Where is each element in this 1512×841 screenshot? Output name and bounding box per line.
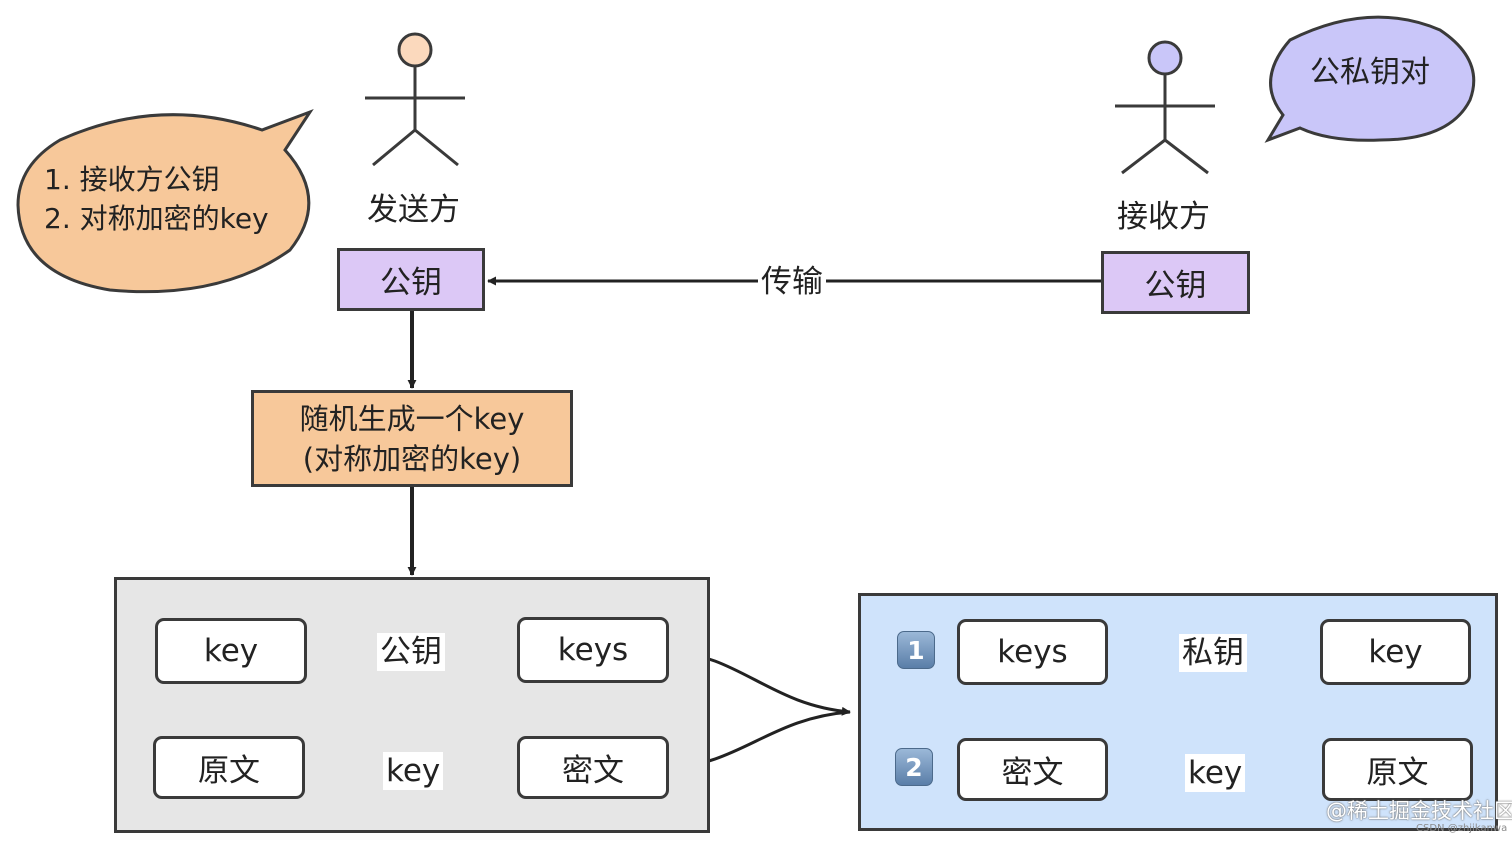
encrypt-row2-label: key — [383, 752, 444, 790]
sender-name: 发送方 — [367, 192, 460, 228]
sender-bubble-line1: 1. 接收方公钥 — [44, 163, 220, 196]
sender-speech-bubble — [16, 108, 314, 294]
decrypt-step2-badge: 2 — [895, 748, 933, 786]
encrypt-row2-from: 原文 — [153, 736, 305, 799]
receiver-public-key-box: 公钥 — [1101, 251, 1250, 314]
watermark-main: @稀土掘金技术社区 — [1326, 799, 1512, 823]
decrypt-row1-to: key — [1320, 619, 1471, 685]
random-key-box: 随机生成一个key (对称加密的key) — [251, 390, 573, 487]
decrypt-step1-badge: 1 — [897, 631, 935, 669]
receiver-speech-bubble — [1264, 15, 1476, 143]
decrypt-row1-from: keys — [957, 619, 1108, 685]
encrypt-row2-to: 密文 — [517, 736, 669, 799]
sender-public-key-box: 公钥 — [337, 248, 485, 311]
decrypt-row2-to: 原文 — [1322, 738, 1473, 801]
encrypt-row1-to: keys — [517, 617, 669, 683]
receiver-actor-icon — [1115, 40, 1215, 175]
transfer-label: 传输 — [758, 263, 826, 301]
receiver-bubble-text: 公私钥对 — [1310, 55, 1430, 90]
encrypt-row1-label: 公钥 — [377, 633, 445, 671]
sender-actor-icon — [365, 32, 465, 167]
decrypt-row2-from: 密文 — [957, 738, 1108, 801]
random-key-line1: 随机生成一个key — [299, 401, 525, 436]
sender-bubble-line2: 2. 对称加密的key — [44, 202, 269, 235]
watermark-small: CSDN @zhjikanwa — [1416, 823, 1508, 834]
encrypt-row1-from: key — [155, 618, 307, 684]
decrypt-row2-label: key — [1185, 754, 1246, 792]
receiver-name: 接收方 — [1117, 199, 1210, 235]
random-key-line2: (对称加密的key) — [302, 441, 522, 476]
decrypt-row1-label: 私钥 — [1179, 634, 1247, 672]
